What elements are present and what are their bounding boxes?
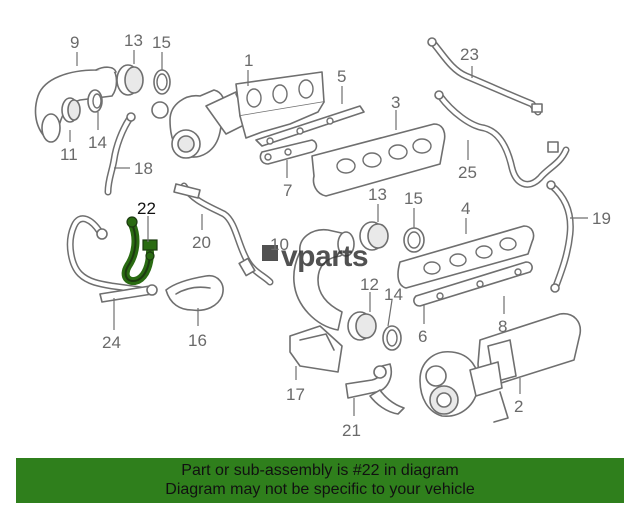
gasket-8: [413, 261, 533, 307]
heat-shield-4: [397, 225, 535, 289]
callout-15: 15: [152, 33, 171, 52]
pipe-21: [345, 363, 405, 415]
callout-12: 12: [360, 275, 379, 294]
gasket-5: [255, 105, 365, 147]
pipe-20: [173, 182, 274, 286]
callout-25: 25: [458, 163, 477, 182]
callout-4: 4: [461, 199, 470, 218]
callout-23: 23: [460, 45, 479, 64]
coupler-12-lower: [347, 311, 402, 351]
callout-7: 7: [283, 181, 292, 200]
watermark-logo: vparts: [262, 240, 369, 273]
callout-3: 3: [391, 93, 400, 112]
diagram-svg: vparts 9 13 15 1 5 3: [34, 31, 611, 440]
callout-20: 20: [192, 233, 211, 252]
callout-8: 8: [498, 317, 507, 336]
parts-diagram: vparts 9 13 15 1 5 3: [34, 31, 611, 440]
leader-lines: [69, 50, 588, 416]
heat-shield-17: [289, 325, 343, 373]
heat-shield-3: [311, 123, 446, 197]
gasket-7: [259, 139, 318, 165]
exhaust-manifold-1: [235, 71, 325, 139]
callout-21: 21: [342, 421, 361, 440]
callout-19: 19: [592, 209, 611, 228]
intake-hose-10: [293, 228, 355, 331]
callout-labels: 9 13 15 1 5 3 7 11 14 18 23 25 19 13 15 …: [60, 31, 611, 440]
callout-14-b: 14: [384, 285, 403, 304]
turbocharger-2: [419, 312, 582, 423]
oil-lines-23-25: [427, 37, 570, 188]
coupler-13-middle: [359, 221, 425, 253]
banner-line-2: Diagram may not be specific to your vehi…: [165, 481, 475, 498]
callout-5: 5: [337, 67, 346, 86]
callout-9: 9: [70, 33, 79, 52]
callout-1: 1: [244, 51, 253, 70]
callout-13-b: 13: [368, 185, 387, 204]
banner-line-1: Part or sub-assembly is #22 in diagram: [181, 462, 459, 479]
callout-18: 18: [134, 159, 153, 178]
callout-2: 2: [514, 397, 523, 416]
callout-14: 14: [88, 133, 107, 152]
coupler-13-top: [116, 64, 171, 96]
highlighted-part-22[interactable]: [121, 216, 158, 285]
callout-22-highlighted: 22: [137, 199, 156, 218]
callout-6: 6: [418, 327, 427, 346]
heat-shield-16: [165, 274, 224, 312]
watermark-text: vparts: [281, 240, 368, 273]
callout-13: 13: [124, 31, 143, 50]
info-banner: Part or sub-assembly is #22 in diagram D…: [16, 458, 624, 503]
coolant-line-24: [66, 215, 158, 303]
callout-17: 17: [286, 385, 305, 404]
callout-16: 16: [188, 331, 207, 350]
oil-line-18: [104, 112, 136, 196]
callout-11: 11: [60, 145, 78, 164]
oil-line-19: [546, 180, 574, 293]
callout-24: 24: [102, 333, 121, 352]
callout-15-b: 15: [404, 189, 423, 208]
callout-10: 10: [270, 235, 289, 254]
intake-pipe-part: [34, 66, 118, 143]
